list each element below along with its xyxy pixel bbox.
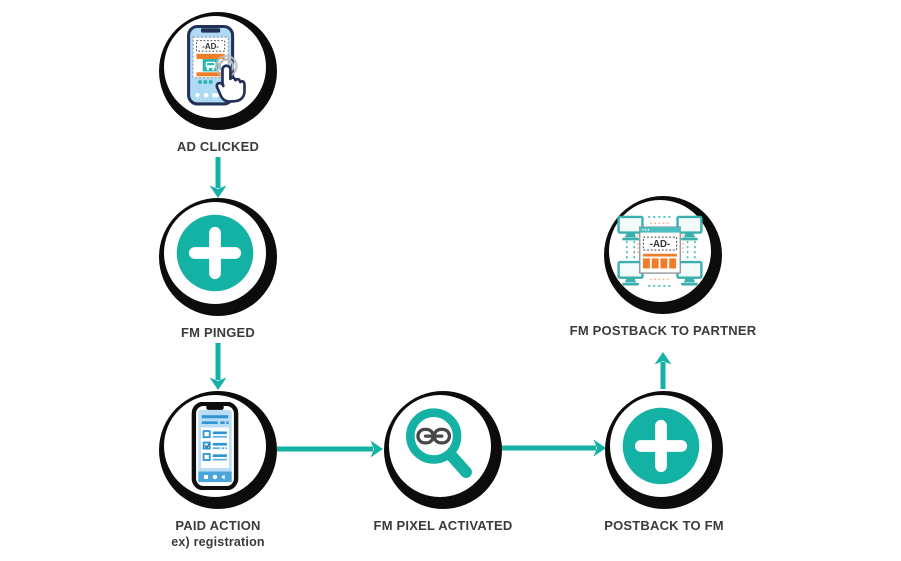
monitor-bottom-right [676,260,703,286]
arrow-fm-pixel-to-postback [500,439,606,457]
circle-frame [384,391,502,509]
link-icon [416,427,452,445]
flow-node-fm-postback-to-partner: -AD- FM POSTBACK TO PARTNER [570,196,756,338]
flow-node-ad-clicked: -AD- [159,12,277,154]
circle-frame [159,198,277,316]
arrow-paid-action-to-fm-pixel [277,440,383,458]
flow-node-fm-pinged: FM PINGED [159,198,277,340]
magnifier-link-icon [406,408,472,478]
circle-frame: -AD- [604,196,722,314]
phone-ad-click-icon: -AD- [187,24,246,106]
arrow-postback-to-partner [654,352,672,389]
form-row-2-checked [202,441,228,450]
monitor-top-right [676,215,703,241]
flow-node-paid-action: PAID ACTION ex) registration [159,391,277,549]
node-label-postback-to-fm: POSTBACK TO FM [604,518,724,533]
plus-icon [622,407,700,485]
flow-node-postback-to-fm: POSTBACK TO FM [604,391,724,533]
circle-frame [605,391,723,509]
plus-icon [176,214,254,292]
ad-browser-window: -AD- [639,226,681,274]
circle-frame [159,391,277,509]
monitor-bottom-left [617,260,644,286]
arrow-ad-clicked-to-fm-pinged [209,157,227,198]
phone-form-icon [191,402,239,490]
node-sublabel-paid-action: ex) registration [171,535,265,549]
node-label-fm-pixel-activated: FM PIXEL ACTIVATED [373,518,513,533]
arrow-fm-pinged-to-paid-action [209,343,227,390]
flow-node-fm-pixel-activated: FM PIXEL ACTIVATED [374,391,512,533]
node-label-ad-clicked: AD CLICKED [176,139,260,154]
ad-banner-text: -AD- [650,239,670,250]
pointer-hand [215,64,246,103]
form-row-3 [202,453,227,461]
dotted-accents [637,222,684,281]
network-computers-icon: -AD- [617,215,703,287]
node-label-paid-action: PAID ACTION [175,518,261,533]
node-label-fm-pinged: FM PINGED [180,325,256,340]
monitor-top-left [617,215,644,241]
node-label-fm-postback-to-partner: FM POSTBACK TO PARTNER [569,323,757,338]
form-row-1 [202,430,227,439]
circle-frame: -AD- [159,12,277,130]
ad-banner-text: -AD- [202,42,219,51]
